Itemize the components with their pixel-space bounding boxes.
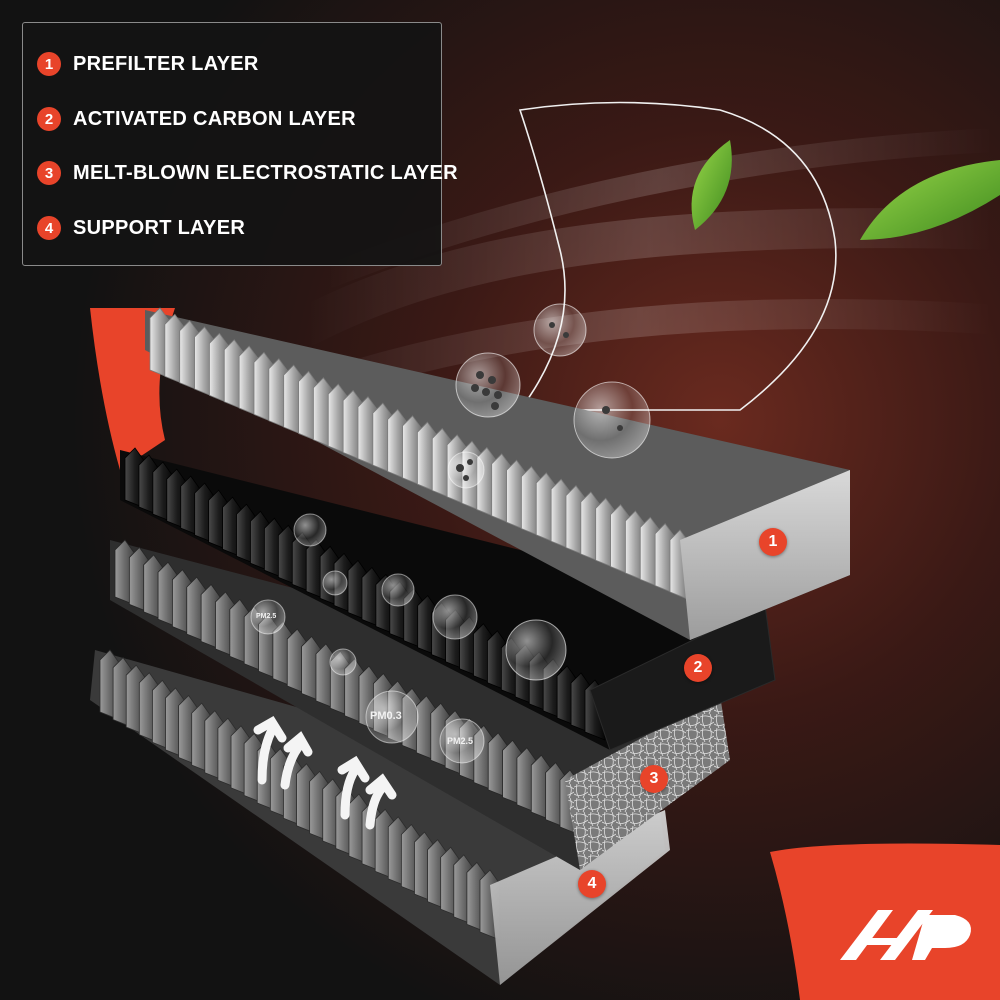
particle-bubbles: [250, 303, 651, 764]
legend-label: SUPPORT LAYER: [73, 216, 246, 239]
particle-bubble-icon: [439, 718, 485, 764]
legend-item-melt-blown: 3 MELT-BLOWN ELECTROSTATIC LAYER: [37, 158, 458, 188]
layer-legend-panel: 1 PREFILTER LAYER 2 ACTIVATED CARBON LAY…: [22, 22, 458, 266]
legend-item-prefilter: 1 PREFILTER LAYER: [37, 49, 259, 79]
particle-bubble-icon: [250, 599, 286, 635]
particle-bubble-icon: [573, 381, 651, 459]
particle-bubble-icon: [432, 594, 478, 640]
particle-bubble-icon: [505, 619, 567, 681]
pm-label-small: PM0.3: [370, 710, 402, 722]
number-badge: 1: [37, 52, 61, 76]
number-badge: 3: [37, 161, 61, 185]
particle-bubble-icon: [329, 648, 357, 676]
number-badge: 4: [37, 216, 61, 240]
layer-badge-3: 3: [640, 765, 668, 793]
leaf-icon: [860, 160, 1000, 240]
legend-label: PREFILTER LAYER: [73, 52, 259, 75]
logo-accent-shape: [770, 843, 1000, 1000]
legend-label: ACTIVATED CARBON LAYER: [73, 107, 356, 130]
particle-bubble-icon: [365, 690, 419, 744]
particle-bubble-icon: [322, 570, 348, 596]
pm-label-large: PM2.5: [256, 613, 277, 620]
particle-bubble-icon: [533, 303, 587, 357]
number-badge: 2: [37, 107, 61, 131]
layer-badge-2: 2: [684, 654, 712, 682]
layer-badge-4: 4: [578, 870, 606, 898]
particle-bubble-icon: [455, 352, 521, 418]
magnifier-outline: [518, 101, 837, 411]
particle-bubble-icon: [293, 513, 327, 547]
pm-label-medium: PM2.5: [447, 736, 474, 746]
particle-bubble-icon: [381, 573, 415, 607]
support-layer: [90, 649, 670, 985]
legend-label: MELT-BLOWN ELECTROSTATIC LAYER: [73, 161, 458, 184]
layer-badge-1: 1: [759, 528, 787, 556]
airflow-arrow-icon: [253, 715, 397, 830]
legend-item-activated-carbon: 2 ACTIVATED CARBON LAYER: [37, 104, 356, 134]
particle-bubble-icon: [447, 451, 485, 489]
brand-logo: [840, 910, 971, 960]
leaf-icon: [691, 140, 732, 230]
legend-item-support: 4 SUPPORT LAYER: [37, 213, 245, 243]
